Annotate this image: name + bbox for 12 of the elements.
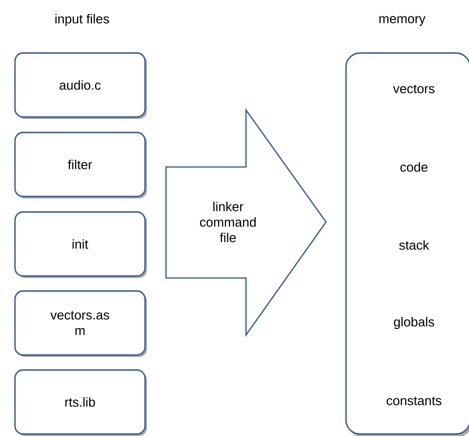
- section-label: globals: [394, 316, 434, 330]
- column-heading: input files: [55, 14, 109, 26]
- file-box: vectors.as m: [14, 290, 147, 357]
- memory-heading: memory: [379, 16, 426, 26]
- section-label: constants: [386, 396, 442, 406]
- section-label: vectors: [393, 84, 434, 94]
- section-label: code: [400, 162, 428, 172]
- file-box: init: [14, 211, 147, 278]
- file-box: rts.lib: [14, 369, 147, 436]
- section-label: stack: [399, 240, 430, 250]
- file-box: audio.c: [14, 52, 147, 119]
- file-box: filter: [14, 132, 147, 198]
